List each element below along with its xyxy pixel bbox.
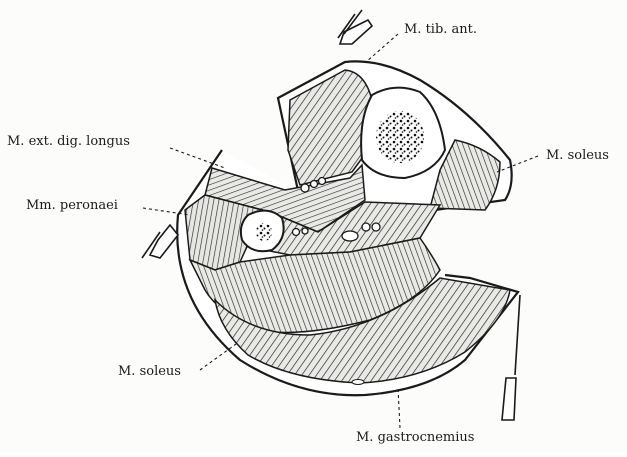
leader-tib-ant (366, 34, 398, 62)
retractor-left (142, 225, 178, 258)
retractor-top (338, 10, 372, 44)
leader-soleus-left (200, 344, 236, 370)
small-vessel (352, 380, 364, 385)
label-soleus-right: M. soleus (546, 148, 609, 164)
label-soleus-left: M. soleus (118, 364, 181, 380)
label-tib-ant: M. tib. ant. (404, 22, 477, 38)
retractor-right (502, 295, 520, 420)
fibula-marrow (256, 223, 272, 241)
tibia-marrow (376, 111, 424, 163)
label-ext-dig-longus: M. ext. dig. longus (7, 134, 130, 150)
label-peronaei: Mm. peronaei (26, 198, 118, 214)
label-gastrocnemius: M. gastrocnemius (356, 430, 474, 446)
leader-gastrocnemius (398, 388, 400, 428)
